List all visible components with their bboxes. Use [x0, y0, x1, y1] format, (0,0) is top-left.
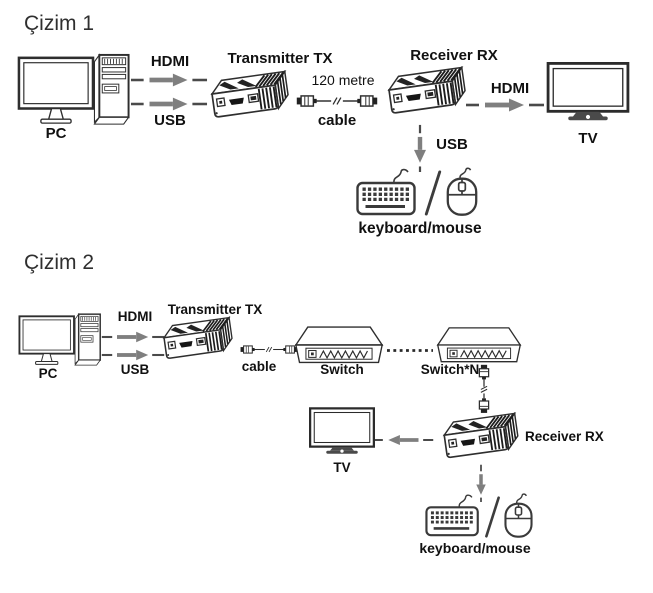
- receiver-label: Receiver RX: [525, 429, 604, 444]
- arrow-down-icon: [412, 124, 428, 172]
- vertical-cable-icon: [476, 362, 492, 416]
- transmitter-tx-icon: [203, 70, 297, 132]
- arrow-right-icon: [130, 72, 208, 88]
- switch-label: Switch: [320, 362, 364, 377]
- keyboard-mouse-label: keyboard/mouse: [419, 540, 531, 556]
- tv-label: TV: [333, 460, 351, 475]
- arrow-left-icon: [372, 432, 434, 448]
- network-switch-icon: [294, 325, 384, 365]
- cable-label: cable: [241, 359, 277, 374]
- slash-icon: [484, 496, 501, 538]
- hdmi-label: HDMI: [150, 53, 190, 70]
- transmitter-label: Transmitter TX: [167, 302, 263, 317]
- keyboard-icon: [356, 166, 418, 216]
- transmitter-label: Transmitter TX: [227, 50, 333, 67]
- diagram1-title: Çizim 1: [24, 12, 95, 35]
- mouse-icon: [502, 492, 535, 538]
- tv-icon: [309, 407, 375, 457]
- usb-label: USB: [120, 362, 150, 377]
- network-switch-icon: [436, 325, 522, 365]
- arrow-right-icon: [130, 96, 208, 112]
- pc-icon: [18, 312, 102, 368]
- keyboard-mouse-label: keyboard/mouse: [358, 220, 482, 237]
- receiver-rx-icon: [380, 66, 474, 128]
- dotted-line: [386, 348, 433, 353]
- cable-icon: [240, 342, 298, 357]
- slash-icon: [424, 170, 442, 216]
- usb-label: USB: [154, 112, 186, 129]
- mouse-icon: [444, 166, 480, 216]
- usb-label: USB: [436, 136, 468, 153]
- diagram2-title: Çizim 2: [24, 251, 95, 274]
- cable-length-label: 120 metre: [311, 72, 375, 88]
- tv-icon: [546, 62, 630, 124]
- pc-icon: [16, 52, 132, 128]
- tv-label: TV: [578, 130, 598, 147]
- hdmi-label: HDMI: [117, 309, 153, 324]
- arrow-right-icon: [464, 97, 546, 113]
- receiver-label: Receiver RX: [410, 47, 498, 64]
- cable-label: cable: [317, 112, 357, 129]
- receiver-rx-icon: [434, 412, 528, 472]
- hdmi-label: HDMI: [490, 80, 530, 97]
- cable-icon: [296, 92, 378, 110]
- pc-label: PC: [45, 125, 67, 142]
- switch-n-label: Switch*N: [420, 362, 480, 377]
- pc-label: PC: [38, 366, 58, 381]
- keyboard-icon: [425, 492, 481, 537]
